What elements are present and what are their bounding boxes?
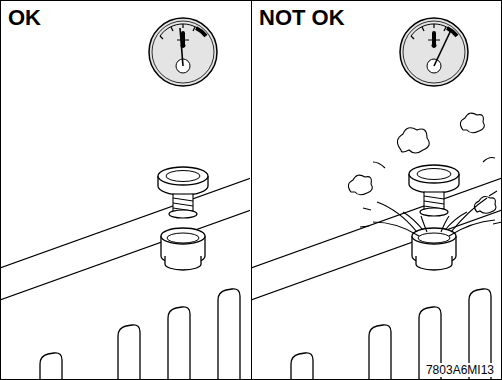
figure-code: 7803A6MI13 [424,363,496,377]
panel-heading: NOT OK [259,5,345,31]
panel-box: NOT OK [251,0,502,380]
panel-heading: OK [8,5,41,31]
panel-box: OK [0,0,252,380]
